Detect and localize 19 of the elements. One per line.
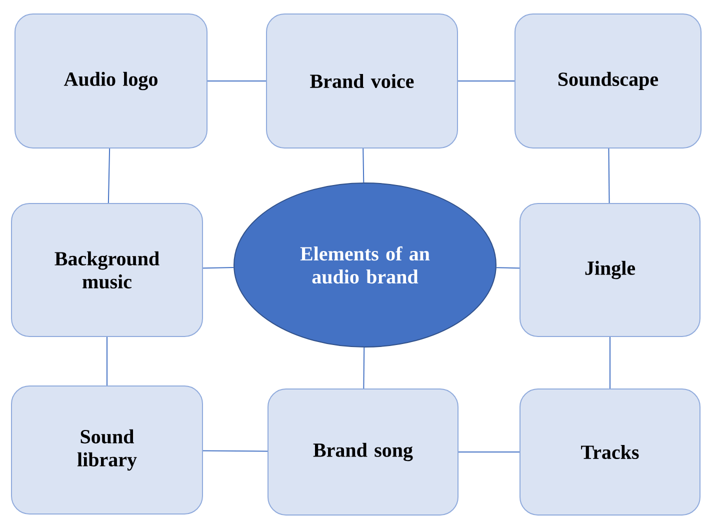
topic-box: Background music (11, 203, 203, 337)
topic-box: Tracks (520, 388, 700, 516)
connector-line (362, 148, 364, 183)
connector-line (106, 336, 108, 386)
topic-box: Jingle (520, 203, 700, 337)
topic-box: Soundscape (514, 14, 702, 148)
topic-box: Audio logo (14, 14, 208, 148)
topic-box: Sound library (11, 385, 203, 514)
connector-line (496, 267, 520, 269)
connector-line (608, 148, 610, 204)
connector-line (458, 80, 515, 82)
connector-line (202, 267, 234, 269)
connector-line (108, 148, 110, 204)
topic-box: Brand voice (266, 14, 458, 148)
connector-line (458, 451, 520, 452)
connector-line (207, 80, 266, 82)
connector-line (363, 346, 365, 389)
connector-line (202, 450, 268, 452)
topic-box: Brand song (268, 388, 458, 516)
